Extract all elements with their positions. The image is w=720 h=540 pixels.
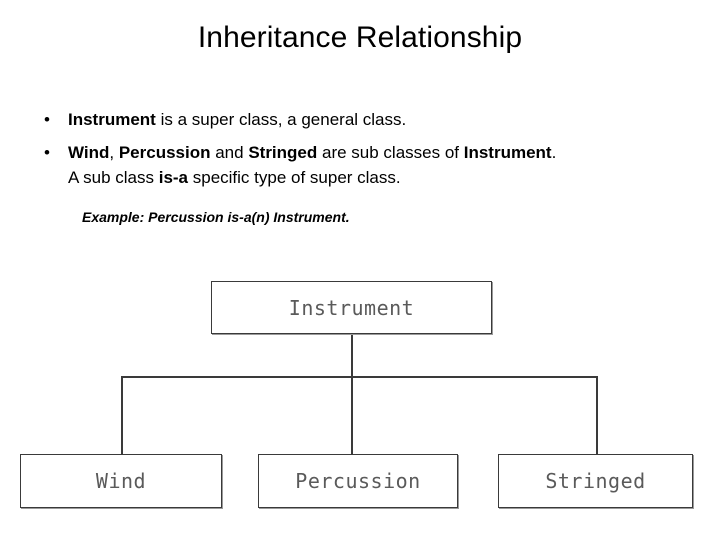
list-item: • Wind, Percussion and Stringed are sub …: [36, 140, 696, 190]
connector-horizontal-bus: [121, 376, 598, 378]
connector-drop-stringed: [596, 376, 598, 455]
class-box-percussion: Percussion: [258, 454, 458, 508]
bullet-marker-icon: •: [44, 143, 50, 162]
connector-drop-wind: [121, 376, 123, 455]
class-box-wind: Wind: [20, 454, 222, 508]
class-box-label: Stringed: [545, 469, 646, 493]
class-box-stringed: Stringed: [498, 454, 693, 508]
page-title: Inheritance Relationship: [197, 21, 523, 54]
bullet-text: Wind, Percussion and Stringed are sub cl…: [68, 143, 557, 187]
class-box-instrument: Instrument: [211, 281, 492, 334]
class-box-label: Wind: [95, 469, 147, 493]
connector-trunk-line: [351, 334, 353, 378]
bullet-marker-icon: •: [44, 110, 50, 129]
list-item: • Instrument is a super class, a general…: [36, 107, 696, 132]
bullet-list: • Instrument is a super class, a general…: [36, 107, 696, 190]
class-box-label: Instrument: [288, 295, 415, 320]
example-note: Example: Percussion is-a(n) Instrument.: [82, 209, 350, 225]
class-box-label: Percussion: [295, 469, 421, 493]
connector-drop-percussion: [351, 376, 353, 455]
bullet-text: Instrument is a super class, a general c…: [68, 110, 407, 129]
